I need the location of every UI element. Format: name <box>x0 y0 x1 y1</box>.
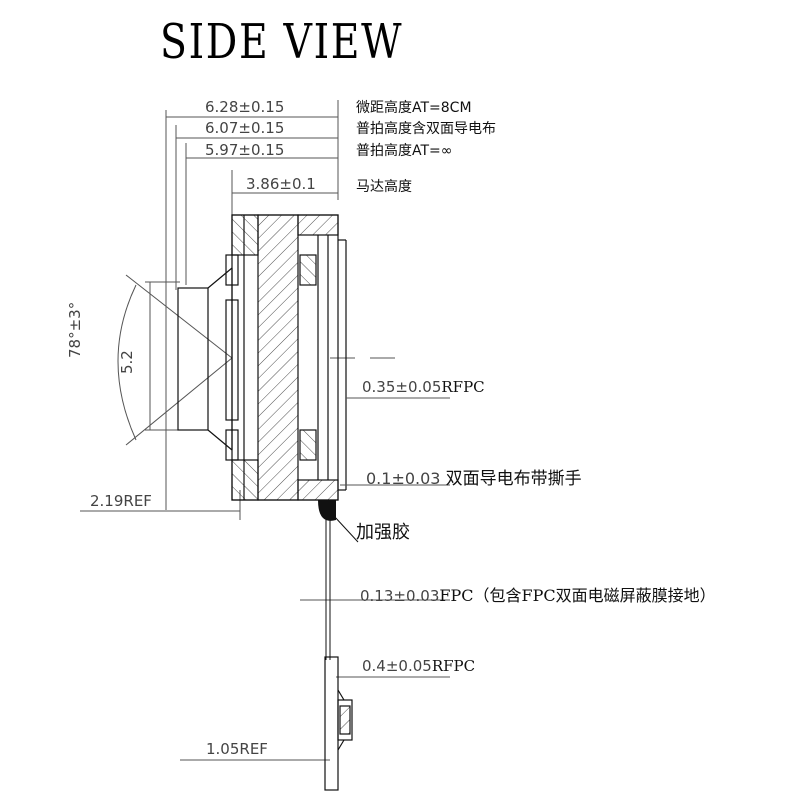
dim-rfpc-0-4: 0.4±0.05RFPC <box>362 657 475 675</box>
dim-angle: 78°±3° <box>66 301 84 358</box>
right-dimension-lines <box>180 397 450 761</box>
note-macro-height: 微距高度AT=8CM <box>356 100 472 116</box>
left-dimension-lines <box>80 274 395 520</box>
dim-suffix: RFPC <box>441 378 485 396</box>
stiffener-glue <box>318 500 336 521</box>
dim-value: 0.13±0.03 <box>360 587 440 605</box>
fpc-strip <box>325 500 331 660</box>
dim-ref-2-19: 2.19REF <box>90 492 152 510</box>
dim-6-07: 6.07±0.15 <box>205 119 285 137</box>
dim-5-97: 5.97±0.15 <box>205 141 285 159</box>
dim-height-5-2: 5.2 <box>118 350 136 374</box>
dim-fpc-0-13: 0.13±0.03FPC（包含FPC双面电磁屏蔽膜接地） <box>360 582 716 606</box>
dim-ref-1-05: 1.05REF <box>206 740 268 758</box>
dim-value: 0.35±0.05 <box>362 378 442 396</box>
dim-cloth-0-1: 0.1±0.03 双面导电布带撕手 <box>366 464 582 489</box>
note-normal-height-infinity: 普拍高度AT=∞ <box>356 143 453 159</box>
dim-suffix: RFPC <box>431 657 476 675</box>
note-normal-height-with-cloth: 普拍高度含双面导电布 <box>356 121 496 137</box>
stiffener-glue-callout: 加强胶 <box>356 522 410 543</box>
dim-3-86: 3.86±0.1 <box>246 175 316 193</box>
dim-value: 0.4±0.05 <box>362 657 432 675</box>
note-motor-height: 马达高度 <box>356 179 412 195</box>
top-dimension-lines <box>165 100 339 510</box>
connector-section <box>324 656 353 791</box>
dim-rfpc-0-35: 0.35±0.05RFPC <box>362 378 485 396</box>
dim-suffix: FPC（包含FPC双面电磁屏蔽膜接地） <box>439 586 716 605</box>
dim-suffix: 双面导电布带撕手 <box>445 469 582 489</box>
dim-6-28: 6.28±0.15 <box>205 98 285 116</box>
callout-leader <box>333 515 359 543</box>
dim-value: 0.1±0.03 <box>366 469 441 488</box>
page-title: SIDE VIEW <box>160 14 404 70</box>
camera-module-body <box>225 214 347 501</box>
lens-barrel <box>177 267 233 451</box>
